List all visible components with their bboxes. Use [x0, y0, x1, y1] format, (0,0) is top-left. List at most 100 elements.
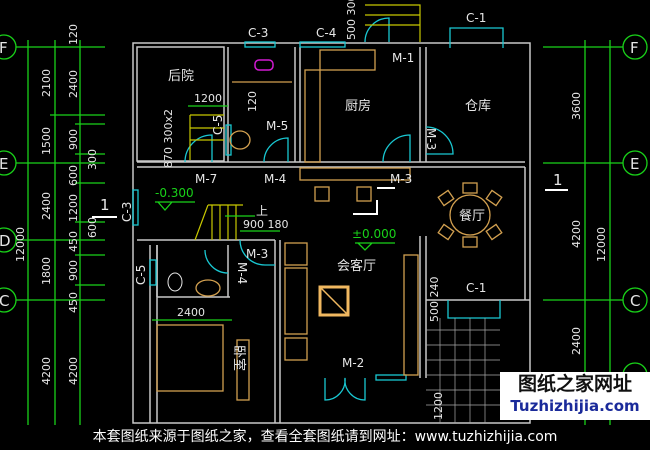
washbasin: [195, 279, 221, 297]
dim-text: 450: [67, 292, 80, 313]
bathtub: [254, 59, 274, 71]
dim-text: 2400: [40, 192, 53, 220]
dining-chairs: [437, 182, 503, 248]
window-c1-porch: [447, 300, 501, 319]
dim-text: 2100: [40, 69, 53, 97]
dim-text: 4200: [40, 357, 53, 385]
door-m1: [364, 17, 390, 43]
room-label-storage: 仓库: [465, 98, 491, 114]
dim-text: 120: [67, 24, 80, 45]
rear-steps: [365, 4, 421, 42]
dim-text: 1200: [67, 194, 80, 222]
window-c1-bay: [449, 27, 504, 48]
sofa: [284, 267, 308, 335]
left-dimension-texts: 2100 1500 2400 1800 4200 12000 120 2400 …: [14, 24, 99, 385]
dim-text: 450: [67, 231, 80, 252]
label-c5-lower: C-5: [134, 265, 148, 285]
dim-text: 900: [67, 129, 80, 150]
stair-flight: [194, 204, 243, 241]
window-c4: [299, 41, 346, 48]
window-c3: [244, 41, 276, 48]
label-m3-kitchen: M-3: [390, 172, 412, 186]
label-m4-bath: M-4: [235, 262, 249, 284]
section-mark: 1: [100, 196, 110, 214]
furniture: [156, 49, 503, 401]
left-dimension-lines: [16, 40, 105, 425]
dim-text: 120: [246, 91, 259, 112]
label-m7: M-7: [195, 172, 217, 186]
stair-up-label: 上: [256, 204, 268, 218]
dim-total: 12000: [595, 227, 608, 262]
watermark-logo: 图纸之家网址 Tuzhizhijia.com: [500, 372, 650, 420]
dim-text: 600: [67, 165, 80, 186]
watermark-url: Tuzhizhijia.com: [510, 397, 640, 415]
dim-text: 2400: [67, 70, 80, 98]
dim-text: 300: [86, 149, 99, 170]
dim-text: 900: [67, 260, 80, 281]
dining-table: [449, 194, 491, 236]
label-c5-upper: C-5: [211, 115, 225, 135]
dim-text: 600: [86, 217, 99, 238]
dim-text: 2400: [177, 306, 205, 319]
door-m7: [184, 134, 213, 163]
axis-label: C: [630, 292, 640, 310]
room-label-bedroom: 卧室: [231, 345, 247, 371]
backyard-steps: [189, 114, 224, 160]
elevation-lower: -0.300: [155, 186, 194, 200]
side-table: [284, 242, 308, 266]
right-dimension-texts: 3600 4200 2400 12000: [570, 92, 608, 355]
dim-text: 4200: [67, 357, 80, 385]
windows: [132, 27, 504, 381]
room-label-backyard: 后院: [168, 69, 194, 84]
room-label-living: 会客厅: [337, 258, 376, 274]
window-c3-left: [132, 189, 139, 226]
kitchen-counter-side: [304, 69, 321, 163]
door-m3-storage: [425, 126, 454, 155]
label-c3-left: C-3: [120, 202, 134, 222]
room-label-kitchen: 厨房: [345, 98, 371, 114]
dim-text: 1200: [194, 92, 222, 105]
door-m2: [324, 377, 366, 401]
bed: [156, 324, 224, 392]
label-c4: C-4: [316, 26, 336, 40]
coffee-table: [318, 285, 350, 317]
dim-text: 2400: [570, 327, 583, 355]
wardrobe: [236, 339, 250, 401]
stairs: [189, 4, 421, 241]
label-m4: M-4: [264, 172, 286, 186]
walls: [132, 42, 531, 424]
inner-dimensions: 1200 120 870 300x2 900 180 2400 500 240 …: [152, 0, 445, 420]
elevation-upper: ±0.000: [352, 227, 396, 241]
label-m3-storage: M-3: [424, 128, 438, 150]
stool: [314, 186, 330, 202]
tv-cabinet: [403, 254, 419, 376]
footer-notice: 本套图纸来源于图纸之家，查看全套图纸请到网址：www.tuzhizhijia.c…: [0, 425, 650, 450]
axis-label: F: [630, 39, 639, 57]
window-m2-side: [375, 374, 407, 381]
door-m3-hall: [239, 239, 275, 266]
label-m3-hall: M-3: [246, 247, 268, 261]
dim-text: 500 240: [428, 277, 441, 323]
axis-label: E: [630, 155, 639, 173]
dim-text: 1800: [40, 257, 53, 285]
dim-text: 1200: [432, 392, 445, 420]
kitchen-counter: [319, 49, 376, 71]
stool: [356, 186, 372, 202]
axis-label: E: [0, 155, 8, 173]
window-c5: [149, 259, 157, 286]
kitchen-bar: [299, 167, 411, 181]
right-dimension-lines: [543, 40, 623, 425]
side-table: [284, 337, 308, 361]
dim-text: 1500: [40, 127, 53, 155]
door-m4: [263, 137, 289, 163]
axis-label: D: [0, 232, 11, 250]
dim-text: 3600: [570, 92, 583, 120]
label-c3: C-3: [248, 26, 268, 40]
label-m5: M-5: [266, 119, 288, 133]
label-m2: M-2: [342, 356, 364, 370]
dim-text: 870 300x2: [162, 109, 175, 168]
doors: [184, 17, 454, 401]
label-c1-porch: C-1: [466, 281, 486, 295]
door-m4-bath: [204, 249, 229, 274]
door-m3-kitchen: [382, 134, 411, 163]
